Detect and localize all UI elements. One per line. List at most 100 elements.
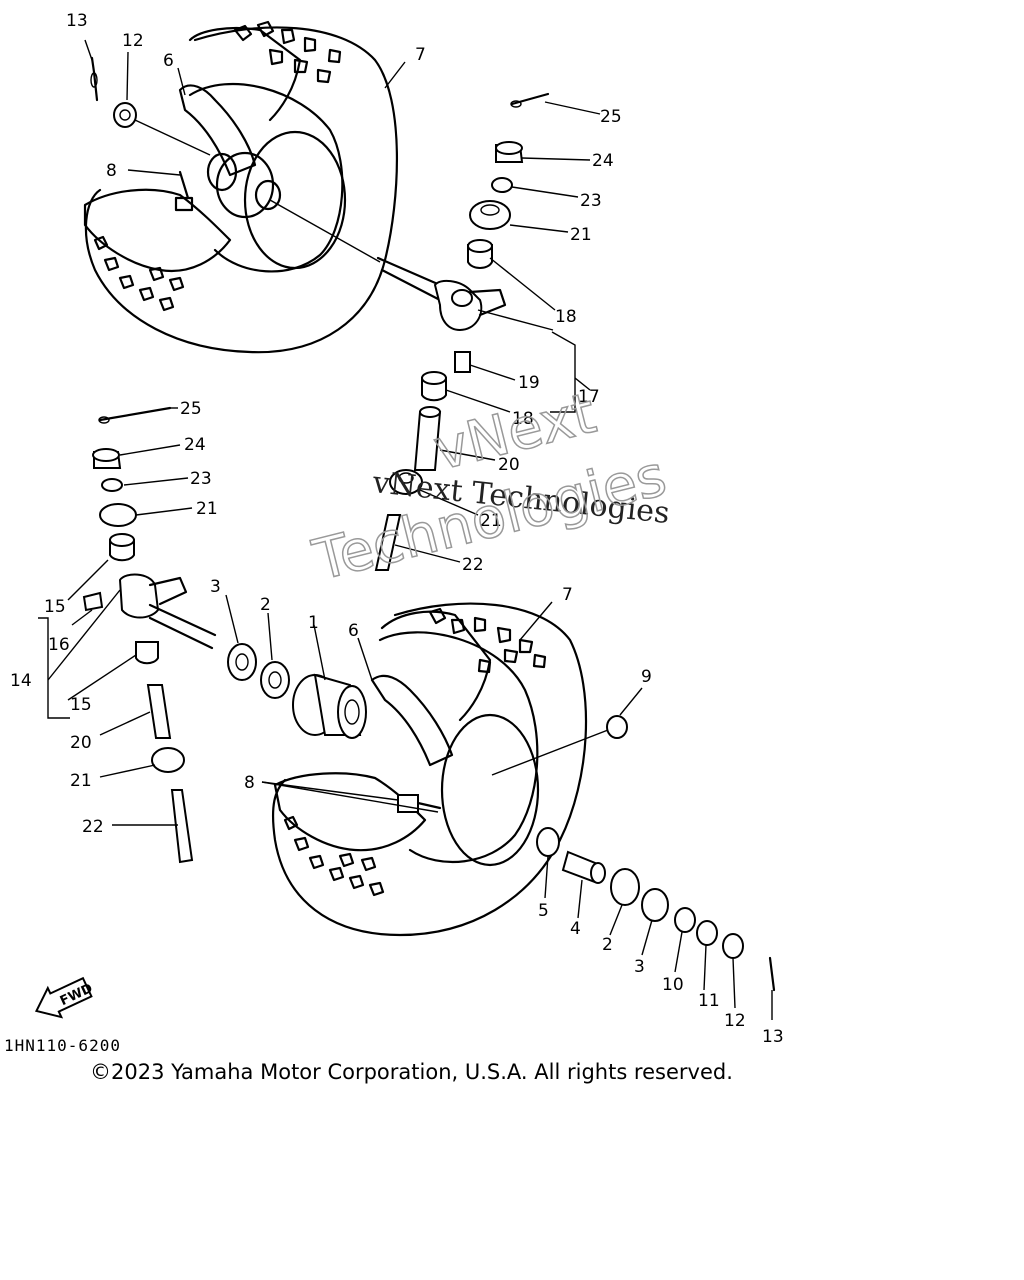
drawing-code: 1HN110-6200 <box>4 1036 121 1055</box>
upper-tread-top <box>233 20 342 84</box>
lower-knuckle-assembly <box>82 406 217 864</box>
upper-tire <box>84 26 399 354</box>
callout-24-lower: 24 <box>184 435 206 455</box>
upper-tire-cutaway-bottom <box>83 188 232 273</box>
lower-washer-23 <box>101 478 123 492</box>
lower-bearing-3b <box>641 888 669 922</box>
callout-23-upper: 23 <box>580 191 602 211</box>
lower-grease-nipple-16 <box>82 591 104 612</box>
leader-lines <box>38 39 773 1020</box>
upper-cotter-25-head <box>510 100 522 108</box>
lower-collar-20 <box>146 684 172 739</box>
upper-cotter-pin <box>90 56 99 102</box>
watermark: vNext Technologies vNext Technologies <box>306 380 673 594</box>
callout-18-upper-b: 18 <box>512 409 534 429</box>
lower-tread-top <box>428 607 547 674</box>
lower-washer-11 <box>696 920 718 946</box>
lower-valve-stem <box>416 801 442 810</box>
callout-25-lower: 25 <box>180 399 202 419</box>
callout-2-lower-b: 2 <box>602 935 613 955</box>
callout-13-lower: 13 <box>762 1027 784 1047</box>
upper-cotter-head <box>90 72 98 88</box>
lower-rim-half <box>370 674 454 767</box>
upper-cotter-25 <box>510 92 550 106</box>
callout-21-upper: 21 <box>570 225 592 245</box>
upper-rim-half <box>178 84 257 177</box>
upper-valve <box>174 170 194 212</box>
lower-seal-5 <box>536 827 560 857</box>
upper-seal-21-lower-hole <box>398 472 414 484</box>
upper-castle-nut-24-top <box>495 141 523 155</box>
callout-7-upper: 7 <box>415 45 426 65</box>
fwd-arrow: FWD <box>34 976 95 1019</box>
lower-bearing-2-hole <box>268 671 282 689</box>
upper-bolt-22 <box>374 514 402 571</box>
callout-labels: 13 12 6 7 8 25 24 23 21 18 19 17 18 20 2… <box>10 11 784 1047</box>
upper-axle-line <box>269 199 381 263</box>
lower-bearing-2 <box>260 661 290 699</box>
lower-bearing-2b <box>610 868 640 906</box>
lower-bolt-22 <box>170 789 194 864</box>
callout-8-upper: 8 <box>106 161 117 181</box>
lower-wheel-assembly <box>227 602 776 992</box>
lower-tire-cutaway-bottom <box>273 772 427 852</box>
upper-leader-12 <box>134 119 211 156</box>
callout-2-lower: 2 <box>260 595 271 615</box>
lower-bearing-3 <box>227 643 257 681</box>
upper-knuckle-assembly <box>374 92 550 571</box>
lower-cotter-25 <box>98 406 172 422</box>
callout-10-lower: 10 <box>662 975 684 995</box>
lower-knuckle-arm <box>148 576 188 606</box>
upper-wheel-assembly <box>83 20 399 354</box>
callout-14-lower: 14 <box>10 671 32 691</box>
upper-hub <box>215 151 275 219</box>
upper-knuckle-arm <box>468 288 507 317</box>
lower-tire <box>271 602 588 937</box>
lower-leader-9 <box>491 729 609 776</box>
lower-rim-disc <box>440 713 540 867</box>
upper-spindle <box>376 256 442 302</box>
upper-nut-12 <box>113 102 137 128</box>
fwd-arrow-icon <box>34 976 93 1019</box>
upper-tire-cutaway-top <box>188 26 302 122</box>
callout-9-lower: 9 <box>641 667 652 687</box>
lower-spacer-4-end <box>590 862 606 884</box>
lower-bearing-3-hole <box>235 653 249 671</box>
callout-21-lower-b: 21 <box>70 771 92 791</box>
callout-13-upper: 13 <box>66 11 88 31</box>
callout-23-lower: 23 <box>190 469 212 489</box>
callout-3-lower-b: 3 <box>634 957 645 977</box>
lower-bushing-15-top <box>109 533 135 547</box>
upper-knuckle-boss <box>451 289 473 307</box>
upper-bushing-18-lower-top <box>421 371 447 385</box>
callout-24-upper: 24 <box>592 151 614 171</box>
lower-rim <box>378 631 539 864</box>
callout-11-lower: 11 <box>698 991 720 1011</box>
callout-12-upper: 12 <box>122 31 144 51</box>
lower-seal-21 <box>151 747 185 773</box>
callout-21-upper-b: 21 <box>480 511 502 531</box>
lower-washer-10 <box>674 907 696 933</box>
lower-nut-12 <box>722 933 744 959</box>
lower-castle-nut-24-top <box>92 448 120 462</box>
callout-19-upper: 19 <box>518 373 540 393</box>
lower-knuckle <box>118 573 160 619</box>
upper-hub-center <box>254 179 282 211</box>
lower-washer-21 <box>99 503 137 527</box>
callout-20-lower: 20 <box>70 733 92 753</box>
upper-bushing-18-top <box>467 239 493 253</box>
callout-22-upper: 22 <box>462 555 484 575</box>
lower-cotter-13 <box>768 956 776 992</box>
upper-collar-20-top <box>419 406 441 418</box>
callout-5-lower: 5 <box>538 901 549 921</box>
upper-seal-21-lower <box>389 469 423 495</box>
callout-12-lower: 12 <box>724 1011 746 1031</box>
callout-8-lower: 8 <box>244 773 255 793</box>
callout-20-upper: 20 <box>498 455 520 475</box>
upper-washer-23 <box>491 177 513 193</box>
callout-25-upper: 25 <box>600 107 622 127</box>
upper-rim <box>188 82 344 273</box>
upper-hub-flange <box>206 152 238 192</box>
callout-6-upper: 6 <box>163 51 174 71</box>
